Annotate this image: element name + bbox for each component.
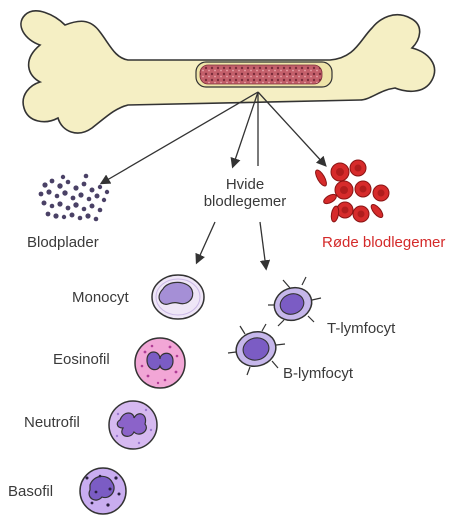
b-lymphocyte-cell (228, 324, 285, 375)
bone-marrow (200, 65, 322, 84)
red-blood-cells (313, 160, 389, 222)
label-white-cells: Hvide blodlegemer (190, 176, 300, 211)
platelets-cluster (39, 174, 110, 222)
monocyte-cell (152, 275, 204, 319)
label-white-cells-line1: Hvide (190, 176, 300, 193)
label-white-cells-line2: blodlegemer (190, 193, 300, 210)
label-neutrophil: Neutrofil (24, 414, 80, 431)
eosinophil-cell (135, 338, 185, 388)
label-monocyte: Monocyt (72, 289, 129, 306)
neutrophil-cell (109, 401, 157, 449)
label-basophil: Basofil (8, 483, 53, 500)
label-platelets: Blodplader (27, 234, 99, 251)
arrow-to-lymphoid (260, 222, 266, 268)
arrow-to-myeloid (197, 222, 215, 262)
arrow-to-red-cells (258, 92, 325, 165)
label-b-lymphocyte: B-lymfocyt (283, 365, 353, 382)
basophil-cell (80, 468, 126, 514)
bone-illustration (21, 11, 435, 133)
label-eosinophil: Eosinofil (53, 351, 110, 368)
t-lymphocyte-cell (268, 277, 321, 326)
label-t-lymphocyte: T-lymfocyt (327, 320, 395, 337)
label-red-cells: Røde blodlegemer (322, 234, 445, 251)
